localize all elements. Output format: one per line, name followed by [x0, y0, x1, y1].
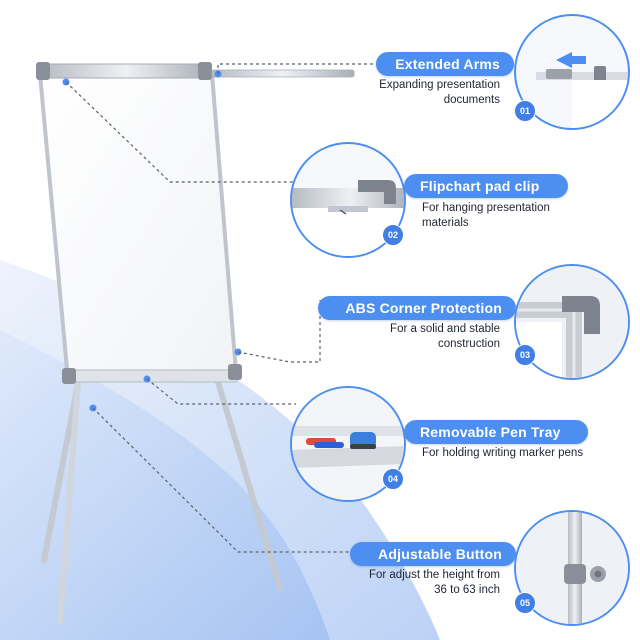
detail-circle-pen-tray — [290, 386, 406, 502]
feature-desc-pad-clip: For hanging presentation materials — [422, 202, 550, 229]
feature-desc-pen-tray: For holding writing marker pens — [422, 447, 584, 459]
badge-01: 01 — [514, 100, 536, 122]
arrow-left-icon — [556, 52, 586, 68]
badge-02: 02 — [382, 224, 404, 246]
feature-title-pen-tray: Removable Pen Tray — [404, 420, 588, 444]
badge-03: 03 — [514, 344, 536, 366]
clip-icon — [328, 206, 368, 212]
feature-title-corner-protection: ABS Corner Protection — [318, 296, 516, 320]
feature-title-extended-arms: Extended Arms — [376, 52, 514, 76]
badge-05: 05 — [514, 592, 536, 614]
corner-icon — [562, 296, 600, 334]
feature-title-adjustable-button: Adjustable Button — [350, 542, 516, 566]
detail-circle-adjustable-button — [514, 510, 630, 626]
feature-desc-extended-arms: Expanding presentation documents — [379, 79, 500, 106]
badge-04: 04 — [382, 468, 404, 490]
feature-title-pad-clip: Flipchart pad clip — [404, 174, 568, 198]
feature-desc-adjustable-button: For adjust the height from 36 to 63 inch — [368, 569, 500, 596]
feature-desc-corner-protection: For a solid and stable construction — [390, 323, 500, 350]
